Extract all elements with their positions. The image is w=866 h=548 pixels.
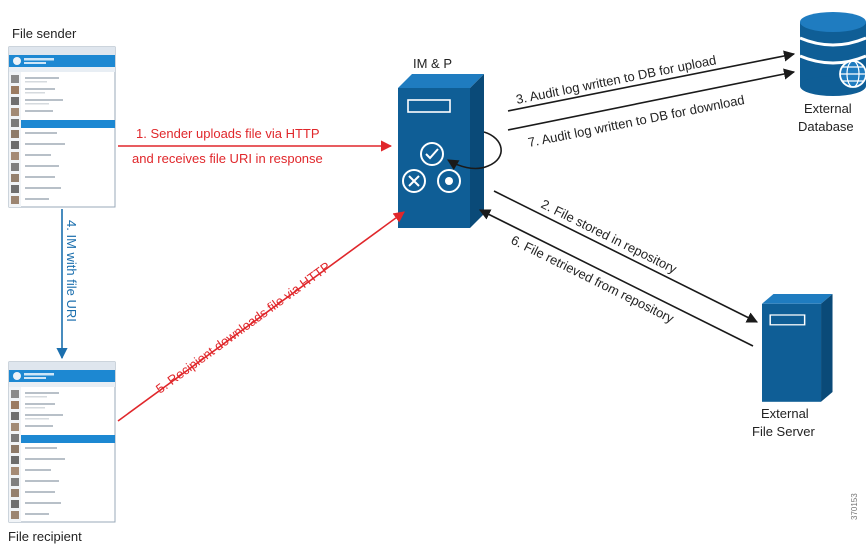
- flow-1-label-2: and receives file URI in response: [132, 151, 323, 166]
- file-sender-label: File sender: [12, 26, 77, 41]
- globe-icon: [839, 60, 866, 88]
- flow-step-1: 1. Sender uploads file via HTTP and rece…: [118, 126, 393, 166]
- file-server-icon: [762, 294, 833, 402]
- file-recipient-window: [8, 361, 116, 523]
- flow-6-arrow: [478, 209, 754, 347]
- file-sender-window: [8, 46, 116, 208]
- im-and-p-node: IM & P: [398, 56, 502, 228]
- flow-2-arrow: [493, 190, 759, 323]
- external-database-node: External Database: [798, 12, 866, 134]
- file-recipient-node: File recipient: [8, 361, 116, 544]
- figure-id: 370153: [850, 493, 859, 520]
- external-file-server-label-2: File Server: [752, 424, 816, 439]
- external-database-label-2: Database: [798, 119, 854, 134]
- close-circle-icon: [402, 169, 426, 193]
- flow-step-7: 7. Audit log written to DB for download: [507, 68, 796, 150]
- flow-6-label: 6. File retrieved from repository: [509, 232, 677, 326]
- flow-5-arrow: [117, 211, 405, 422]
- external-database-label-1: External: [804, 101, 852, 116]
- im-and-p-server-icon: [398, 74, 484, 228]
- record-icon: [437, 169, 461, 193]
- loop-arrow: [447, 131, 502, 170]
- flow-step-6: 6. File retrieved from repository: [478, 209, 754, 347]
- flow-5-label: 5. Recipient downloads file via HTTP: [153, 259, 333, 397]
- flow-step-5: 5. Recipient downloads file via HTTP: [117, 211, 405, 422]
- file-recipient-label: File recipient: [8, 529, 82, 544]
- check-icon: [420, 142, 444, 166]
- flow-3-label: 3. Audit log written to DB for upload: [515, 52, 718, 107]
- flow-3-arrow: [507, 50, 796, 112]
- external-file-server-label-1: External: [761, 406, 809, 421]
- file-sender-node: File sender: [8, 26, 116, 208]
- im-and-p-label: IM & P: [413, 56, 452, 71]
- flow-1-label-1: 1. Sender uploads file via HTTP: [136, 126, 320, 141]
- file-server-drive-icon: [769, 314, 806, 326]
- flow-step-4: 4. IM with file URI: [56, 209, 79, 360]
- flow-7-arrow: [507, 68, 796, 131]
- drive-bay-icon: [407, 99, 451, 113]
- flow-4-label: 4. IM with file URI: [64, 220, 79, 322]
- file-sender-contact-list: [11, 75, 115, 204]
- file-recipient-contact-list: [11, 390, 115, 519]
- external-file-server-node: External File Server: [752, 294, 833, 439]
- flow-step-3: 3. Audit log written to DB for upload: [507, 50, 796, 112]
